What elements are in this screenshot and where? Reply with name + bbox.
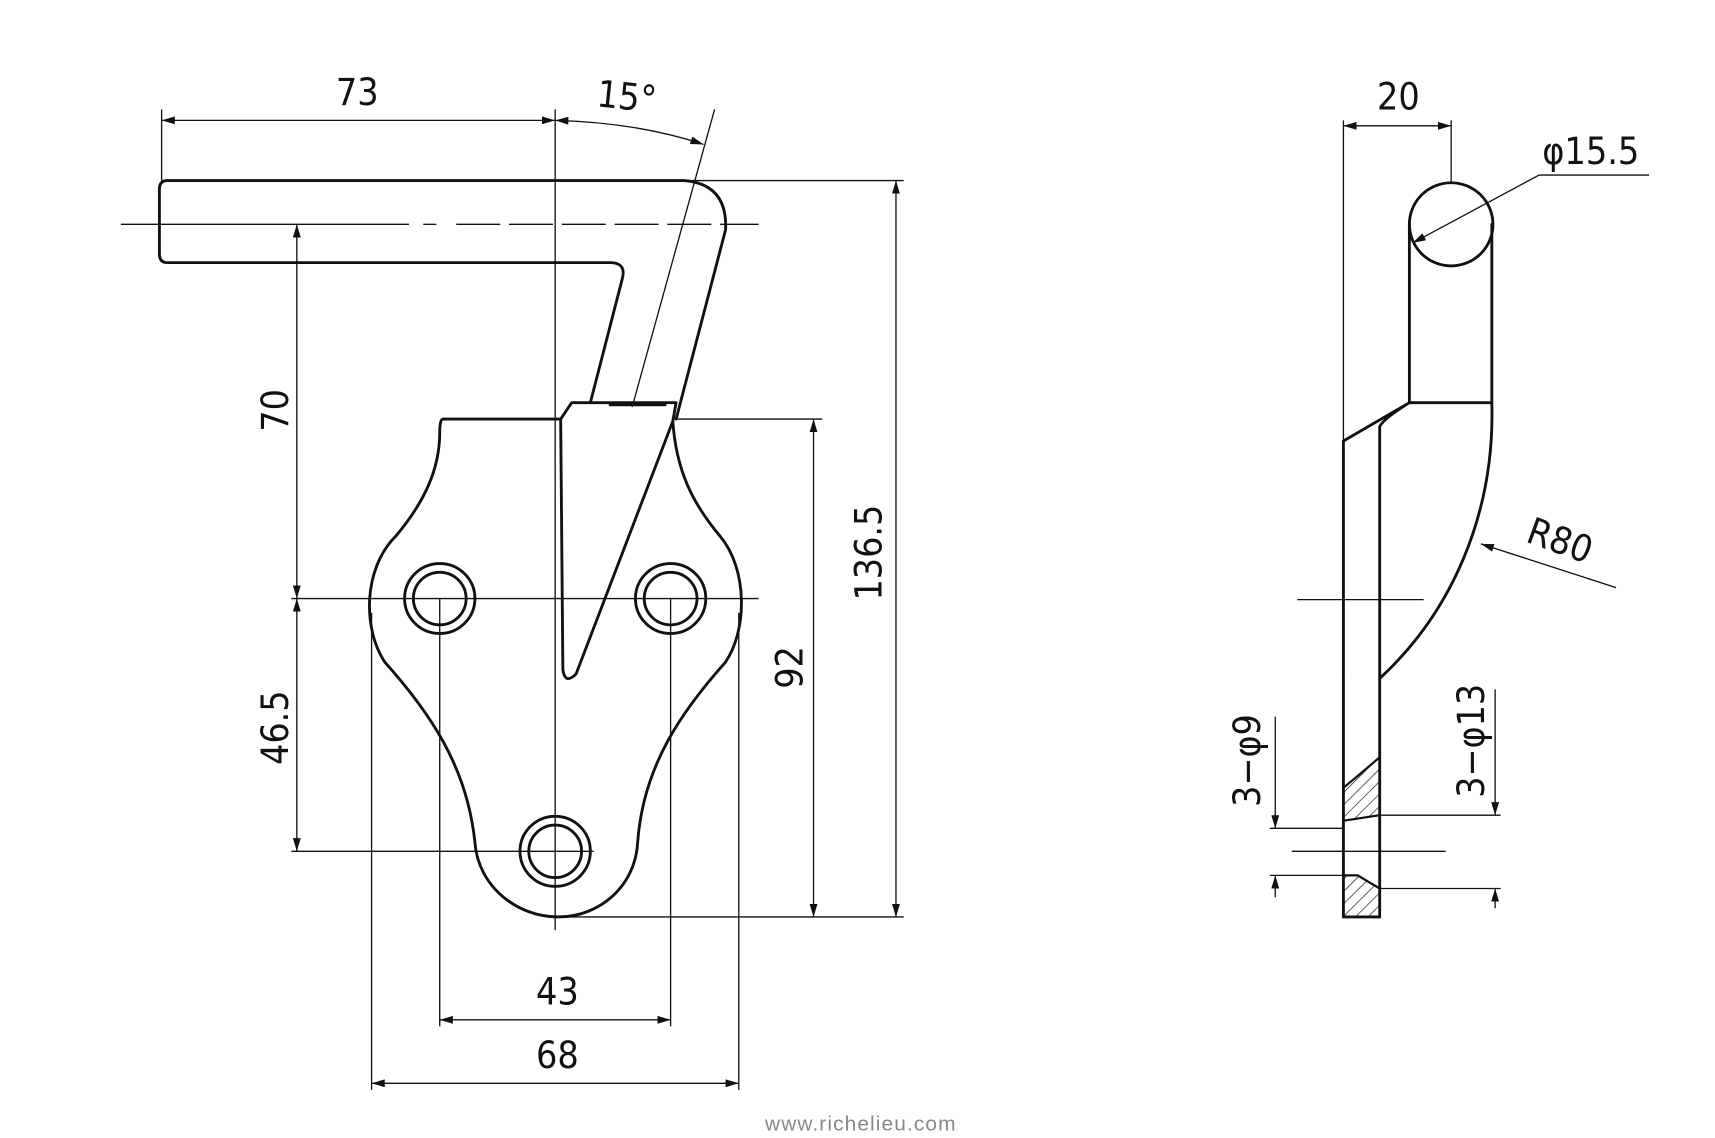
dim-radius: R80 (1521, 509, 1598, 573)
dim-hole-horizontal-spacing: 43 (536, 970, 579, 1014)
handle-section (1407, 181, 1495, 268)
dim-hole-vertical-spacing: 46.5 (253, 690, 297, 764)
dim-handle-to-holes: 70 (253, 389, 297, 432)
countersink-top (1342, 754, 1381, 822)
dim-handle-diameter: φ15.5 (1542, 129, 1639, 173)
dim-plate-height: 92 (767, 646, 811, 689)
plate-outline (368, 401, 743, 919)
handle-outline (157, 179, 728, 421)
dim-small-hole: 3−φ9 (1225, 714, 1269, 807)
countersink-bottom (1342, 874, 1381, 919)
dim-plate-width: 68 (536, 1033, 579, 1077)
dim-countersink: 3−φ13 (1449, 684, 1493, 798)
dim-width: 20 (1377, 75, 1420, 119)
front-view: 73 15° 70 46.5 136.5 92 43 68 (120, 70, 904, 1090)
side-view: 20 φ15.5 R80 3−φ9 3−φ13 (1225, 75, 1650, 919)
dim-handle-length: 73 (336, 70, 379, 114)
dim-handle-angle: 15° (595, 72, 659, 122)
plate-slot (559, 417, 675, 680)
footer-website: www.richelieu.com (764, 1112, 957, 1135)
dim-overall-height: 136.5 (847, 505, 891, 601)
